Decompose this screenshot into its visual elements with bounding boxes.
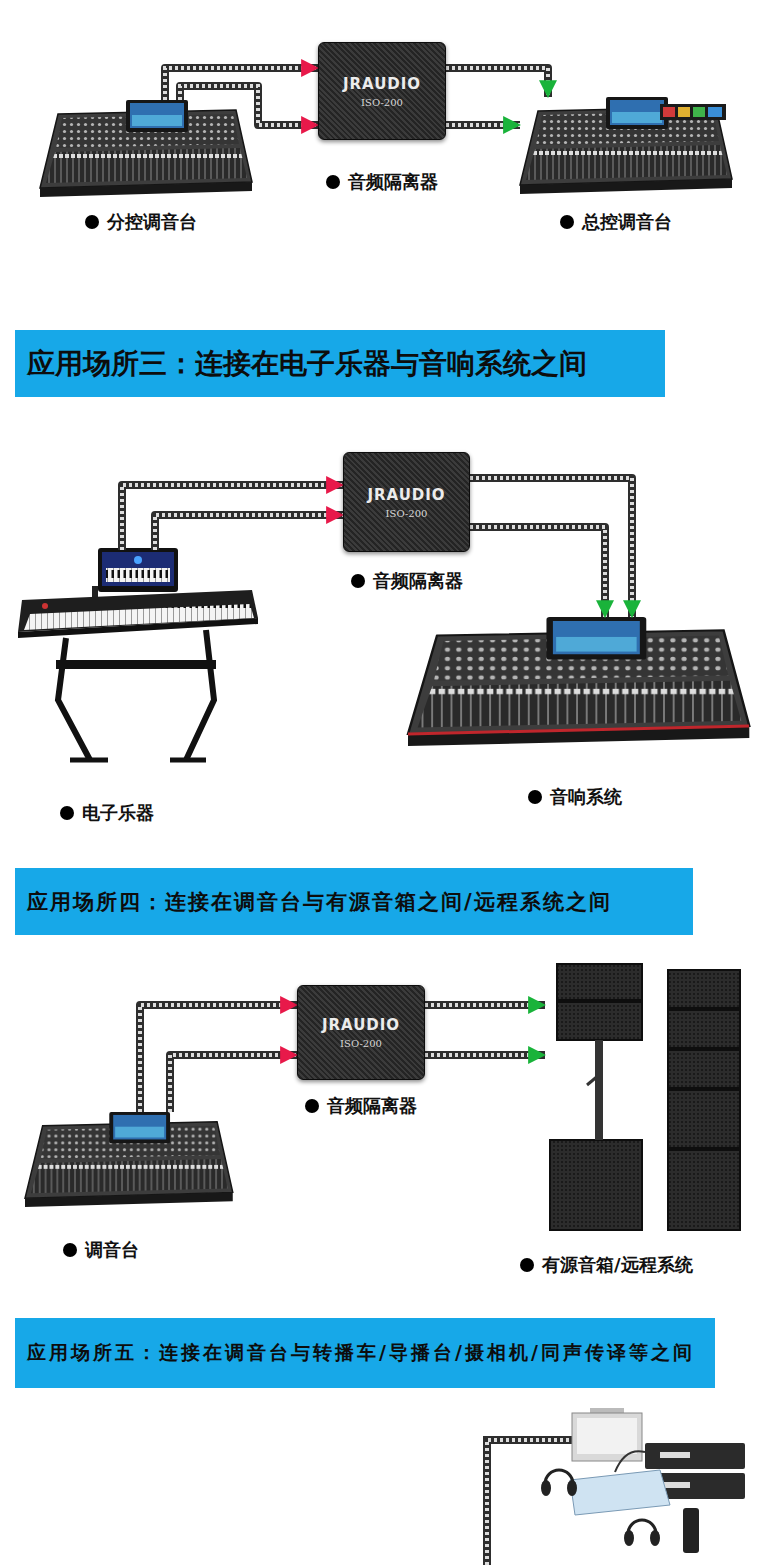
head-row: 应用场所五：连接在调音台与转播车/导播台/摄相机/同声传译等之间 [27, 1340, 695, 1366]
cap-row: 总控调音台 [560, 211, 672, 233]
cap-row: 分控调音台 [85, 211, 197, 233]
cable-body [470, 527, 605, 617]
cap-row: 音频隔离器 [351, 570, 463, 592]
cap-row: 有源音箱/远程系统 [520, 1254, 693, 1276]
cable-connector [446, 125, 520, 126]
model-row: ISO-200 [386, 508, 428, 519]
cap-row: 音频隔离器 [326, 171, 438, 193]
cable-body [446, 121, 520, 129]
cap-text: 音频隔离器 [348, 171, 438, 193]
cable-connector [425, 1005, 545, 1006]
cable-body [155, 515, 343, 550]
logo-row: JRAUDIO [343, 75, 421, 93]
cap-row: 调音台 [63, 1239, 139, 1261]
cable-connector [470, 527, 605, 617]
head-text: 应用场所五：连接在调音台与转播车/导播台/摄相机/同声传译等之间 [27, 1341, 695, 1363]
keyboard-instrument: 电子乐器 [18, 550, 258, 830]
cable-braid [470, 478, 632, 617]
cap-text: 音频隔离器 [327, 1095, 417, 1117]
bullet-dot [85, 215, 99, 229]
head-text: 应用场所四：连接在调音台与有源音箱之间/远程系统之间 [27, 890, 612, 914]
model-row: ISO-200 [361, 97, 403, 108]
section-banner: 应用场所四：连接在调音台与有源音箱之间/远程系统之间 [15, 868, 693, 935]
cap-text: 电子乐器 [82, 802, 154, 824]
cap-row: 电子乐器 [60, 802, 154, 824]
cable-connector [470, 478, 632, 617]
cable-connector [122, 485, 343, 550]
bullet-dot [351, 574, 365, 588]
sound-system-console: 音响系统 [408, 617, 750, 812]
cable-connector [180, 86, 318, 125]
cable-connector [425, 1055, 545, 1056]
bullet-dot [63, 1243, 77, 1257]
cap-text: 调音台 [85, 1239, 139, 1261]
cap-row: 音响系统 [528, 786, 622, 808]
cable-braid [170, 1055, 297, 1112]
cable-body [470, 478, 632, 617]
model-text: ISO-200 [340, 1038, 382, 1049]
cable-braid [425, 1053, 545, 1057]
model-text: ISO-200 [386, 508, 428, 519]
cap-text: 音频隔离器 [373, 570, 463, 592]
cable-body [446, 68, 548, 97]
model-text: ISO-200 [361, 97, 403, 108]
bullet-dot [326, 175, 340, 189]
cable-body [180, 86, 318, 125]
head-row: 应用场所三：连接在电子乐器与音响系统之间 [27, 345, 587, 383]
cable-braid [180, 86, 318, 125]
cable-braid [446, 123, 520, 127]
cable-body [170, 1055, 297, 1112]
audio-isolator-box: JRAUDIOISO-200音频隔离器 [343, 452, 470, 552]
cable-body [425, 1051, 545, 1059]
cable-body [122, 485, 343, 550]
cable-connector [155, 515, 343, 550]
cable-connector [170, 1055, 297, 1112]
mixer-console: 调音台 [25, 1112, 235, 1262]
cap-text: 总控调音台 [582, 211, 672, 233]
cap-text: 有源音箱/远程系统 [542, 1254, 693, 1276]
section-banner: 应用场所三：连接在电子乐器与音响系统之间 [15, 330, 665, 397]
audio-isolator-box: JRAUDIOISO-200音频隔离器 [318, 42, 446, 140]
cable-connector [140, 1005, 297, 1112]
logo-text: JRAUDIO [367, 486, 445, 504]
cap-text: 音响系统 [550, 786, 622, 808]
head-row: 应用场所四：连接在调音台与有源音箱之间/远程系统之间 [27, 888, 612, 916]
logo-row: JRAUDIO [322, 1016, 400, 1034]
logo-text: JRAUDIO [322, 1016, 400, 1034]
cable-braid [122, 485, 343, 550]
bullet-dot [528, 790, 542, 804]
bullet-dot [60, 806, 74, 820]
cable-braid [155, 515, 343, 550]
cable-braid [446, 68, 548, 97]
section-banner: 应用场所五：连接在调音台与转播车/导播台/摄相机/同声传译等之间 [15, 1318, 715, 1388]
bullet-dot [560, 215, 574, 229]
active-speakers: 有源音箱/远程系统 [545, 960, 745, 1280]
mixer-console: 分控调音台 [40, 100, 255, 240]
cable-body [425, 1001, 545, 1009]
mixer-console: 总控调音台 [520, 97, 735, 242]
cable-connector [446, 68, 548, 97]
cable-braid [425, 1003, 545, 1007]
logo-row: JRAUDIO [367, 486, 445, 504]
audio-isolator-box: JRAUDIOISO-200音频隔离器 [297, 985, 425, 1080]
cable-braid [470, 527, 605, 617]
bullet-dot [305, 1099, 319, 1113]
cable-body [140, 1005, 297, 1112]
cable-braid [140, 1005, 297, 1112]
model-row: ISO-200 [340, 1038, 382, 1049]
cap-text: 分控调音台 [107, 211, 197, 233]
logo-text: JRAUDIO [343, 75, 421, 93]
cap-row: 音频隔离器 [305, 1095, 417, 1117]
bullet-dot [520, 1258, 534, 1272]
head-text: 应用场所三：连接在电子乐器与音响系统之间 [27, 347, 587, 380]
